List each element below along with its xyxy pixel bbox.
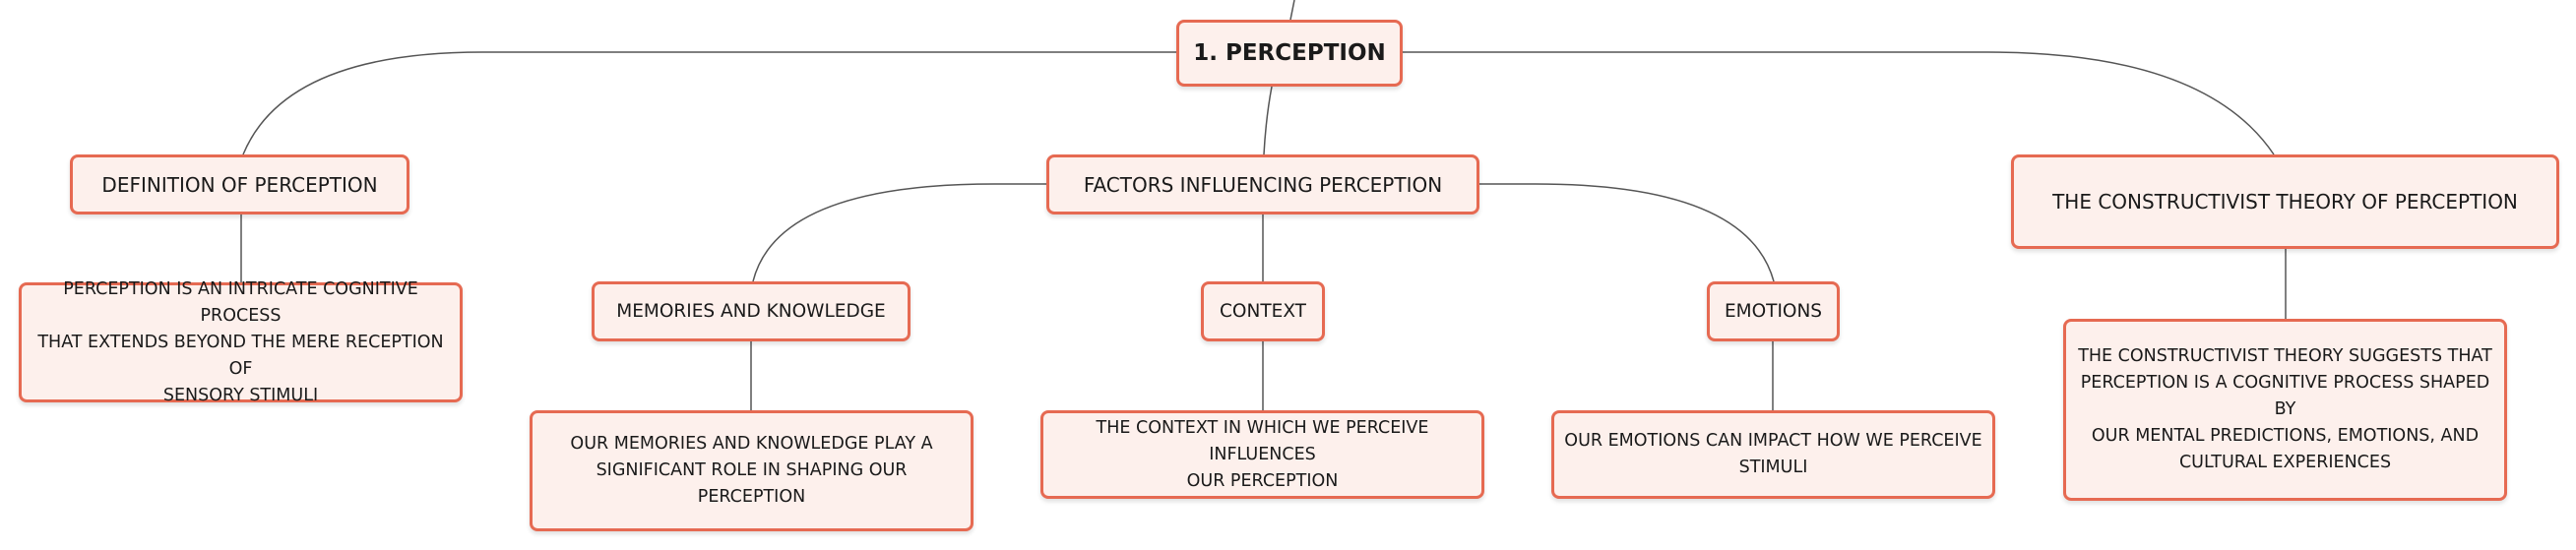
emotions-text: OUR EMOTIONS CAN IMPACT HOW WE PERCEIVE … <box>1564 431 1982 477</box>
constructivist-label: THE CONSTRUCTIVIST THEORY OF PERCEPTION <box>2052 190 2518 214</box>
memories-label: MEMORIES AND KNOWLEDGE <box>616 301 886 322</box>
connector-factors-memories <box>752 183 1046 282</box>
constructivist-text: THE CONSTRUCTIVIST THEORY SUGGESTS THAT … <box>2078 346 2492 472</box>
connector-parent-root <box>1289 0 1295 21</box>
connector-root-definition <box>242 51 1176 155</box>
root-label: 1. PERCEPTION <box>1193 40 1386 66</box>
factors-label: FACTORS INFLUENCING PERCEPTION <box>1083 172 1443 197</box>
memories-node[interactable]: MEMORIES AND KNOWLEDGE <box>592 281 911 341</box>
emotions-text-node[interactable]: OUR EMOTIONS CAN IMPACT HOW WE PERCEIVE … <box>1551 410 1995 499</box>
context-text: THE CONTEXT IN WHICH WE PERCEIVE INFLUEN… <box>1096 417 1429 491</box>
definition-text-node[interactable]: PERCEPTION IS AN INTRICATE COGNITIVE PRO… <box>19 279 463 405</box>
connector-root-constructivist <box>1403 51 2275 155</box>
context-label: CONTEXT <box>1220 301 1306 322</box>
context-node[interactable]: CONTEXT <box>1201 281 1325 341</box>
connector-factors-emotions <box>1479 183 1775 282</box>
emotions-node[interactable]: EMOTIONS <box>1707 281 1840 341</box>
connector-root-factors <box>1263 86 1273 155</box>
factors-node[interactable]: FACTORS INFLUENCING PERCEPTION <box>1046 154 1479 214</box>
definition-text: PERCEPTION IS AN INTRICATE COGNITIVE PRO… <box>37 278 444 405</box>
memories-text-node[interactable]: OUR MEMORIES AND KNOWLEDGE PLAY A SIGNIF… <box>530 410 974 531</box>
root-node[interactable]: 1. PERCEPTION <box>1176 20 1403 87</box>
definition-node[interactable]: DEFINITION OF PERCEPTION <box>70 154 409 214</box>
memories-text: OUR MEMORIES AND KNOWLEDGE PLAY A SIGNIF… <box>570 434 933 507</box>
constructivist-node[interactable]: THE CONSTRUCTIVIST THEORY OF PERCEPTION <box>2011 154 2559 249</box>
context-text-node[interactable]: THE CONTEXT IN WHICH WE PERCEIVE INFLUEN… <box>1040 410 1484 499</box>
constructivist-text-node[interactable]: THE CONSTRUCTIVIST THEORY SUGGESTS THAT … <box>2063 319 2507 501</box>
definition-label: DEFINITION OF PERCEPTION <box>101 172 378 197</box>
emotions-label: EMOTIONS <box>1724 301 1823 322</box>
